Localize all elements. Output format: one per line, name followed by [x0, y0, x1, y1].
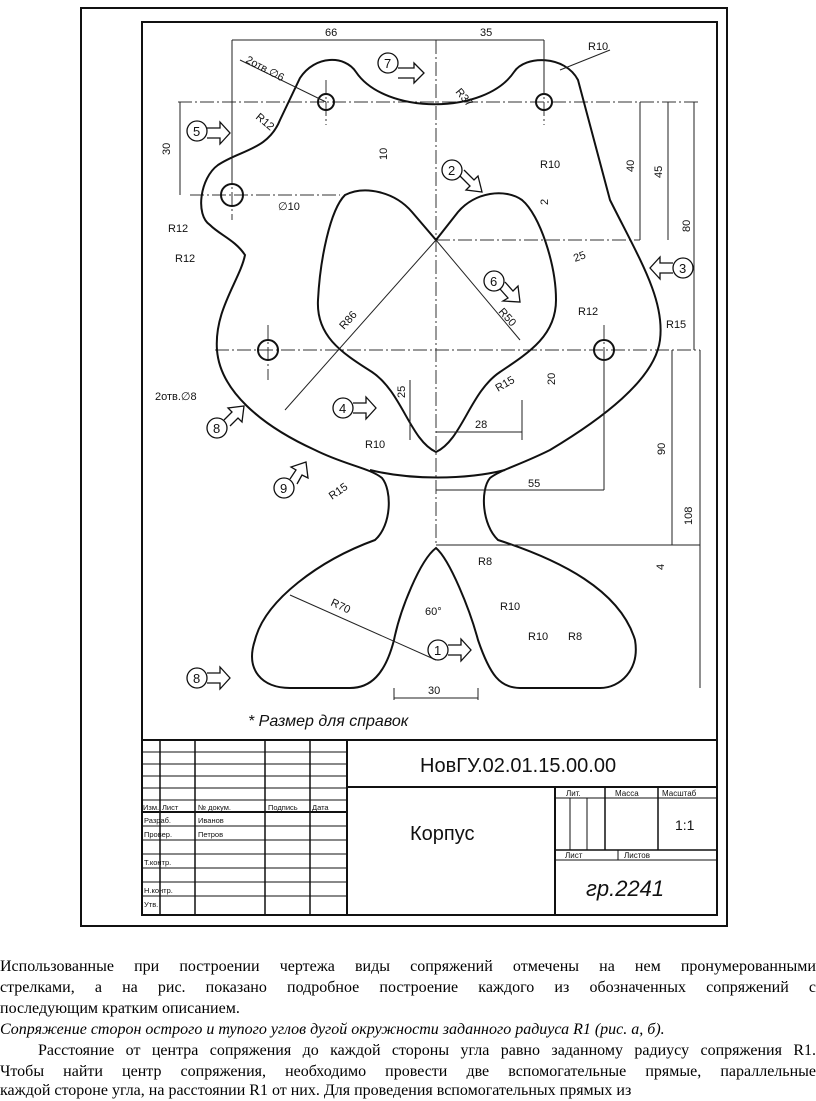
svg-text:3: 3 — [679, 261, 686, 276]
dim-holes-6: 2отв.∅6 — [244, 54, 286, 84]
dimension-labels: 66 35 R10 2отв.∅6 R37 30 10 R12 R10 2 40… — [155, 27, 695, 697]
svg-text:5: 5 — [193, 124, 200, 139]
dim-r10-b2: R10 — [528, 631, 548, 643]
dim-108: 108 — [683, 507, 695, 525]
dim-35: 35 — [480, 27, 492, 39]
conjugation-markers: 7 5 2 3 6 4 8 9 1 8 — [186, 52, 694, 691]
text-line-6: Чтобы найти центр сопряжения, необходимо… — [0, 1063, 816, 1080]
dim-holes-8: 2отв.∅8 — [155, 391, 197, 403]
dim-r12-a: R12 — [253, 111, 276, 133]
scale-value: 1:1 — [675, 817, 695, 833]
part-name: Корпус — [410, 823, 475, 845]
col-list: Лист — [162, 803, 179, 812]
marker-5: 5 — [186, 120, 231, 146]
mass-label: Масса — [615, 789, 639, 798]
sheets-label: Листов — [624, 851, 650, 860]
dim-25-b: 25 — [396, 386, 408, 398]
dim-30-bottom: 30 — [428, 685, 440, 697]
dim-r10-b1: R10 — [500, 601, 520, 613]
dim-90: 90 — [656, 443, 668, 455]
row-razrab-name: Иванов — [198, 816, 224, 825]
part-outline — [200, 58, 662, 689]
dim-r10-mid: R10 — [540, 159, 560, 171]
marker-4: 4 — [332, 395, 377, 421]
title-block — [141, 739, 718, 916]
row-razrab: Разраб. — [144, 816, 171, 825]
dim-40: 40 — [625, 160, 637, 172]
scale-label: Масштаб — [662, 789, 697, 798]
dim-r86: R86 — [337, 309, 359, 332]
dim-r50: R50 — [496, 306, 518, 329]
dimension-lines — [179, 39, 701, 700]
dim-r15-mid: R15 — [494, 374, 517, 394]
dim-30-left: 30 — [161, 143, 173, 155]
svg-text:8: 8 — [213, 421, 220, 436]
holes — [220, 93, 615, 361]
svg-text:6: 6 — [490, 274, 497, 289]
dim-10: 10 — [378, 148, 390, 160]
marker-8b: 8 — [186, 665, 231, 691]
dim-55: 55 — [528, 478, 540, 490]
text-line-7: каждой стороне угла, на расстоянии R1 от… — [0, 1082, 632, 1099]
dim-66: 66 — [325, 27, 337, 39]
center-lines — [178, 40, 700, 545]
row-prov: Провер. — [144, 830, 172, 839]
col-sign: Подпись — [268, 803, 298, 812]
marker-1: 1 — [427, 637, 472, 663]
svg-text:2: 2 — [448, 163, 455, 178]
marker-7: 7 — [377, 52, 425, 85]
col-date: Дата — [312, 803, 329, 812]
marker-8: 8 — [206, 405, 245, 439]
dim-r8-bottom: R8 — [568, 631, 582, 643]
drawing-inner-frame — [141, 21, 718, 916]
sheet-label: Лист — [565, 851, 583, 860]
col-izm: Изм. — [143, 803, 159, 812]
dim-r12-c: R12 — [175, 253, 195, 265]
svg-text:9: 9 — [280, 481, 287, 496]
dim-phi10: ∅10 — [278, 201, 300, 213]
lit-label: Лит. — [566, 789, 581, 798]
dim-28: 28 — [475, 419, 487, 431]
dim-r15-right: R15 — [666, 319, 686, 331]
row-tkontr: Т.контр. — [144, 858, 171, 867]
marker-3: 3 — [649, 255, 694, 281]
svg-text:7: 7 — [384, 56, 391, 71]
technical-drawing: 66 35 R10 2отв.∅6 R37 30 10 R12 R10 2 40… — [141, 21, 718, 916]
doc-code: НовГУ.02.01.15.00.00 — [420, 755, 616, 777]
text-line-2: стрелками, а на рис. показано подробное … — [0, 979, 816, 996]
text-line-5: Расстояние от центра сопряжения до каждо… — [38, 1042, 816, 1059]
text-line-3: последующим кратким описанием. — [0, 1000, 240, 1017]
svg-text:4: 4 — [339, 401, 346, 416]
svg-text:8: 8 — [193, 671, 200, 686]
group-number: гр.2241 — [586, 876, 664, 901]
text-line-1: Использованные при построении чертежа ви… — [0, 958, 816, 975]
row-prov-name: Петров — [198, 830, 223, 839]
dim-20: 20 — [546, 373, 558, 385]
marker-9: 9 — [273, 461, 309, 499]
dim-r8-top: R8 — [478, 556, 492, 568]
marker-6: 6 — [483, 270, 521, 303]
dim-45: 45 — [653, 166, 665, 178]
dim-60deg: 60° — [425, 606, 442, 618]
dim-80: 80 — [681, 220, 693, 232]
svg-text:1: 1 — [434, 643, 441, 658]
row-utv: Утв. — [144, 900, 158, 909]
dim-2: 2 — [539, 199, 551, 205]
dim-r12-d: R12 — [578, 306, 598, 318]
dim-4: 4 — [655, 564, 667, 570]
text-line-4-italic-heading: Сопряжение сторон острого и тупого углов… — [0, 1021, 665, 1038]
dim-25: 25 — [572, 249, 588, 264]
row-nkontr: Н.контр. — [144, 886, 173, 895]
reference-note: * Размер для справок — [248, 713, 410, 730]
title-block-texts: НовГУ.02.01.15.00.00 Корпус гр.2241 Лит.… — [143, 755, 697, 909]
col-doc: № докум. — [198, 803, 231, 812]
drawing-sheet-frame — [80, 7, 728, 927]
dim-r37: R37 — [453, 86, 475, 109]
dim-r15-low: R15 — [327, 481, 350, 502]
dim-r10-top: R10 — [588, 41, 608, 53]
dim-r12-b: R12 — [168, 223, 188, 235]
marker-2: 2 — [441, 159, 483, 193]
dim-r10-low: R10 — [365, 439, 385, 451]
